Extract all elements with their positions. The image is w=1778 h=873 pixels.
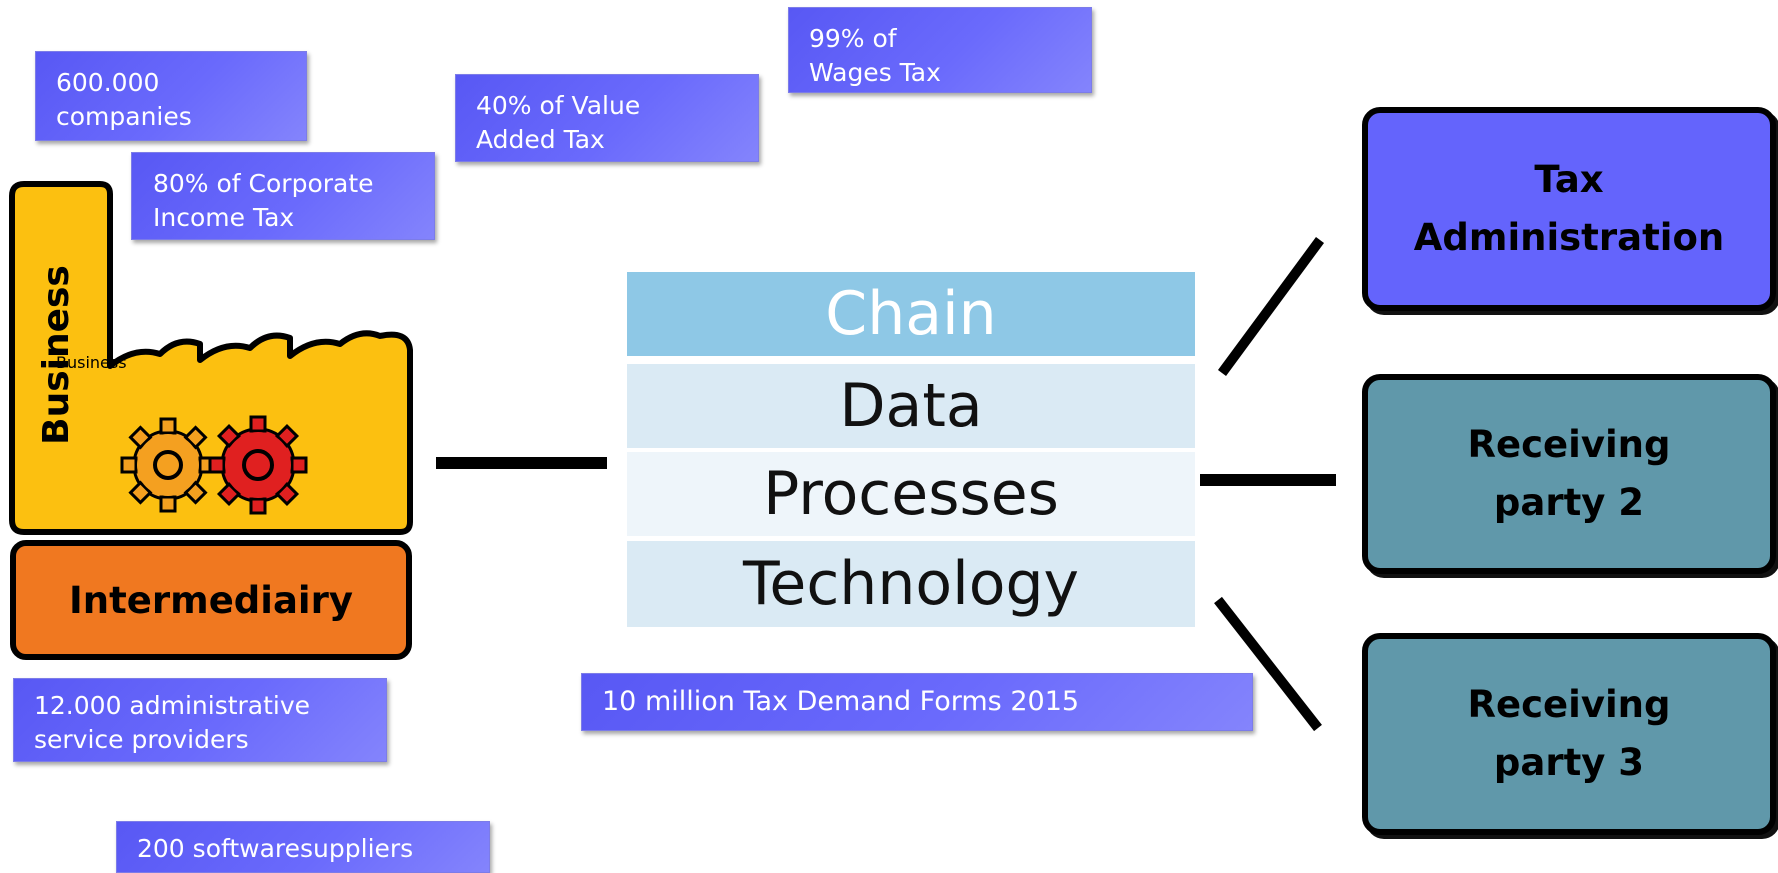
callout-admin-providers: 12.000 administrative service providers — [13, 678, 387, 762]
intermediary-box: Intermediairy — [10, 540, 412, 660]
business-factory — [9, 181, 413, 535]
chain-row-technology: Technology — [627, 541, 1195, 627]
callout-companies: 600.000 companies — [35, 51, 307, 141]
business-label-rotated: Business — [31, 255, 81, 455]
intermediary-label: Intermediairy — [69, 578, 353, 622]
factory-outline — [9, 181, 413, 535]
tax-administration-box: Tax Administration — [1362, 107, 1776, 311]
chain-header: Chain — [627, 272, 1195, 356]
chain-row-processes: Processes — [627, 452, 1195, 536]
callout-tax-demand-forms: 10 million Tax Demand Forms 2015 — [581, 673, 1253, 731]
chain-party3-connector — [1214, 596, 1322, 732]
chain-tax-admin-connector — [1217, 237, 1325, 376]
chain-row-data: Data — [627, 364, 1195, 448]
callout-software-suppliers: 200 softwaresuppliers — [116, 821, 490, 873]
callout-corporate-income-tax: 80% of Corporate Income Tax — [131, 152, 435, 240]
callout-value-added-tax: 40% of Value Added Tax — [455, 74, 759, 162]
gear-icon — [208, 415, 308, 515]
receiving-party-3-box: Receiving party 3 — [1362, 633, 1776, 835]
business-label-text: Business — [35, 265, 77, 445]
callout-wages-tax: 99% of Wages Tax — [788, 7, 1092, 93]
receiving-party-2-box: Receiving party 2 — [1362, 374, 1776, 574]
gear-icon — [120, 417, 216, 513]
